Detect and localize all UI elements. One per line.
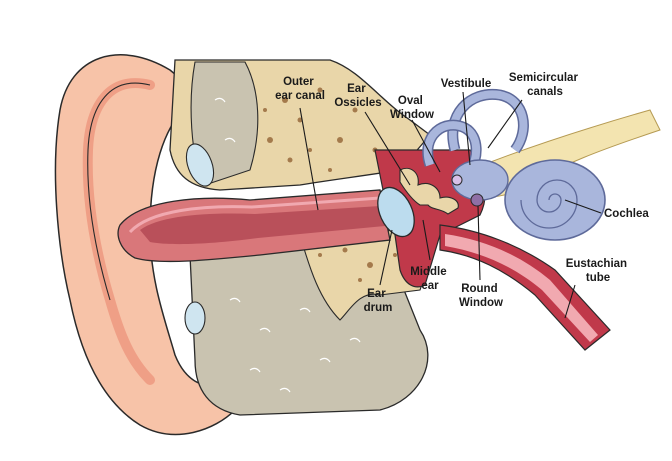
ossicle-chain [399, 167, 459, 215]
outer-ear-canal [117, 189, 391, 263]
label-cochlea: Cochlea [604, 208, 649, 220]
eustachian-tube [439, 224, 611, 351]
label-oval-window: Oval Window [390, 95, 434, 121]
canal-lumen [140, 206, 385, 245]
inner-ear [422, 88, 661, 241]
label-ear-drum: Ear drum [364, 288, 393, 314]
ear-drum [377, 186, 415, 238]
temporal-bone [169, 59, 431, 416]
cochlea-spiral [520, 179, 578, 229]
lower-gland [184, 301, 206, 335]
oval-window [451, 174, 463, 186]
tissue-texture [214, 97, 361, 393]
round-window [470, 193, 484, 207]
canal-highlight [128, 196, 381, 234]
label-semicircular-canals: Semicircular canals [509, 72, 581, 98]
tube-outer [439, 224, 611, 351]
upper-gland [185, 143, 215, 187]
label-eustachian-tube: Eustachian tube [566, 258, 631, 284]
label-middle-ear: Middle ear [410, 266, 450, 292]
pinna-helix-line [87, 82, 151, 301]
label-round-window: Round Window [459, 283, 503, 309]
label-vestibule: Vestibule [441, 78, 492, 90]
labels: Outer ear canal Ear Ossicles Oval Window… [275, 72, 649, 314]
semicircular-canal-2-fill [423, 121, 481, 173]
leader-lines [299, 91, 602, 319]
label-outer-ear-canal: Outer ear canal [275, 76, 325, 102]
label-ear-ossicles: Ear Ossicles [334, 83, 381, 109]
tube-inner [445, 234, 598, 342]
